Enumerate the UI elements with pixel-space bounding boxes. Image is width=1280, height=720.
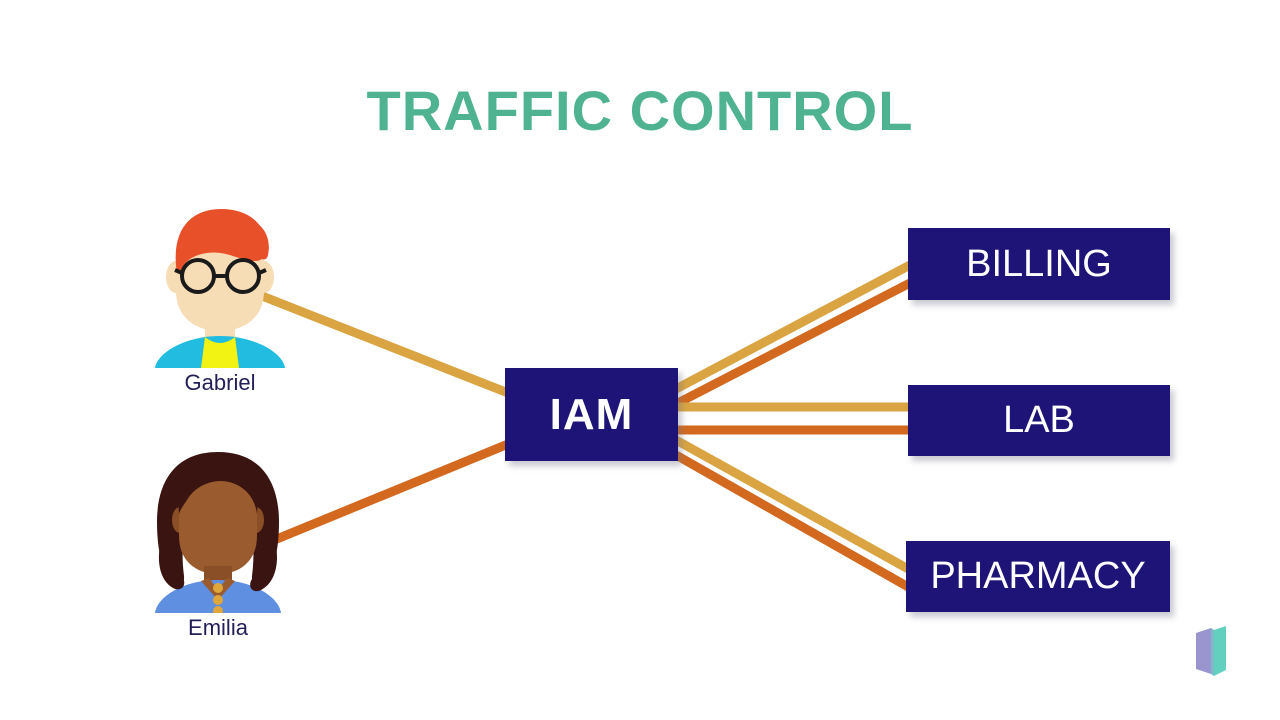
page-title: TRAFFIC CONTROL bbox=[366, 79, 914, 142]
hair-front-shape bbox=[178, 460, 258, 514]
logo-right-panel-icon bbox=[1214, 626, 1226, 676]
link-emilia-to-iam bbox=[253, 439, 510, 553]
glasses-icon bbox=[174, 258, 267, 294]
button-icon bbox=[213, 583, 223, 593]
vest-shape bbox=[201, 337, 239, 368]
button-icon bbox=[213, 595, 223, 605]
link-iam-to-pharmacy-emilia bbox=[673, 451, 913, 592]
user-name-gabriel: Gabriel bbox=[184, 370, 256, 395]
logo-left-panel-icon bbox=[1196, 628, 1211, 674]
hair-fringe-shape bbox=[241, 221, 269, 260]
link-iam-to-billing-emilia bbox=[673, 279, 913, 408]
head-shape bbox=[179, 464, 257, 574]
link-iam-to-pharmacy-gabriel bbox=[673, 436, 913, 574]
node-lab[interactable]: LAB bbox=[908, 385, 1170, 456]
brand-logo bbox=[1186, 620, 1246, 682]
user-emilia[interactable]: Emilia bbox=[133, 448, 303, 641]
logo-spine-icon bbox=[1211, 628, 1214, 676]
avatar-emilia bbox=[133, 448, 303, 616]
node-pharmacy[interactable]: PHARMACY bbox=[906, 541, 1170, 612]
user-gabriel[interactable]: Gabriel bbox=[135, 203, 305, 396]
collar-shape bbox=[201, 578, 235, 600]
user-name-emilia: Emilia bbox=[188, 615, 248, 640]
node-billing[interactable]: BILLING bbox=[908, 228, 1170, 300]
link-gabriel-to-iam bbox=[250, 287, 510, 398]
avatar-gabriel bbox=[135, 203, 305, 368]
link-iam-to-billing-gabriel bbox=[673, 261, 913, 393]
node-iam[interactable]: IAM bbox=[505, 368, 678, 461]
hair-strand-right-shape bbox=[250, 534, 277, 592]
hair-strand-left-shape bbox=[158, 534, 185, 590]
